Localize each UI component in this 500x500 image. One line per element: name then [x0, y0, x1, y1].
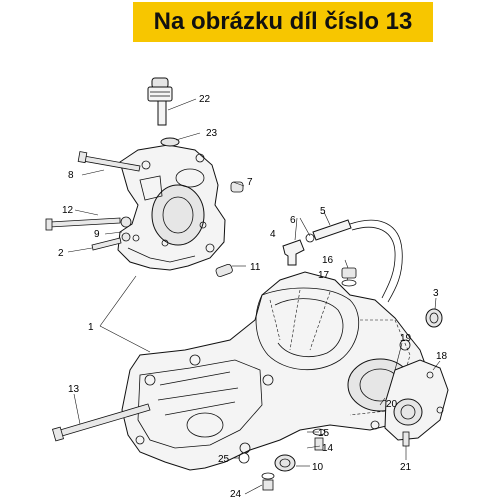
callout-20: 20 — [386, 399, 398, 410]
callout-5: 5 — [320, 206, 326, 217]
bolt-part-13 — [52, 403, 151, 442]
callout-12: 12 — [62, 205, 74, 216]
callout-6: 6 — [290, 215, 296, 226]
callout-13: 13 — [68, 384, 80, 395]
callout-10: 10 — [312, 462, 324, 473]
callout-19: 19 — [400, 333, 412, 344]
leader-lines — [67, 98, 441, 495]
callout-15: 15 — [318, 428, 330, 439]
breather-hose-parts — [282, 219, 403, 303]
left-crankcase-cover — [117, 144, 226, 271]
dowel-pins — [215, 181, 244, 277]
callout-23: 23 — [206, 128, 218, 139]
right-side-cover — [384, 359, 449, 441]
callout-9: 9 — [94, 229, 100, 240]
title-text: Na obrázku díl číslo 13 — [153, 8, 413, 35]
callout-7: 7 — [247, 177, 253, 188]
callout-21: 21 — [400, 462, 412, 473]
callout-14: 14 — [322, 443, 334, 454]
bottom-fittings — [238, 428, 410, 491]
callout-8: 8 — [68, 170, 74, 181]
callout-2: 2 — [58, 248, 64, 259]
callout-16: 16 — [322, 255, 334, 266]
callout-4: 4 — [270, 229, 276, 240]
callout-1: 1 — [88, 322, 94, 333]
callout-22: 22 — [199, 94, 211, 105]
callout-17: 17 — [318, 270, 330, 281]
callout-3: 3 — [433, 288, 439, 299]
callout-18: 18 — [436, 351, 448, 362]
bolts-left — [45, 151, 141, 251]
callout-labels: 1 2 3 4 5 6 7 8 9 10 11 12 13 14 15 16 1… — [58, 94, 448, 500]
title-banner: Na obrázku díl číslo 13 — [133, 2, 433, 42]
main-crankcase — [121, 271, 429, 471]
callout-11: 11 — [250, 262, 261, 273]
small-fittings-right — [341, 267, 443, 328]
callout-25: 25 — [218, 454, 230, 465]
callout-24: 24 — [230, 489, 242, 500]
oil-dipstick-part — [147, 77, 180, 147]
